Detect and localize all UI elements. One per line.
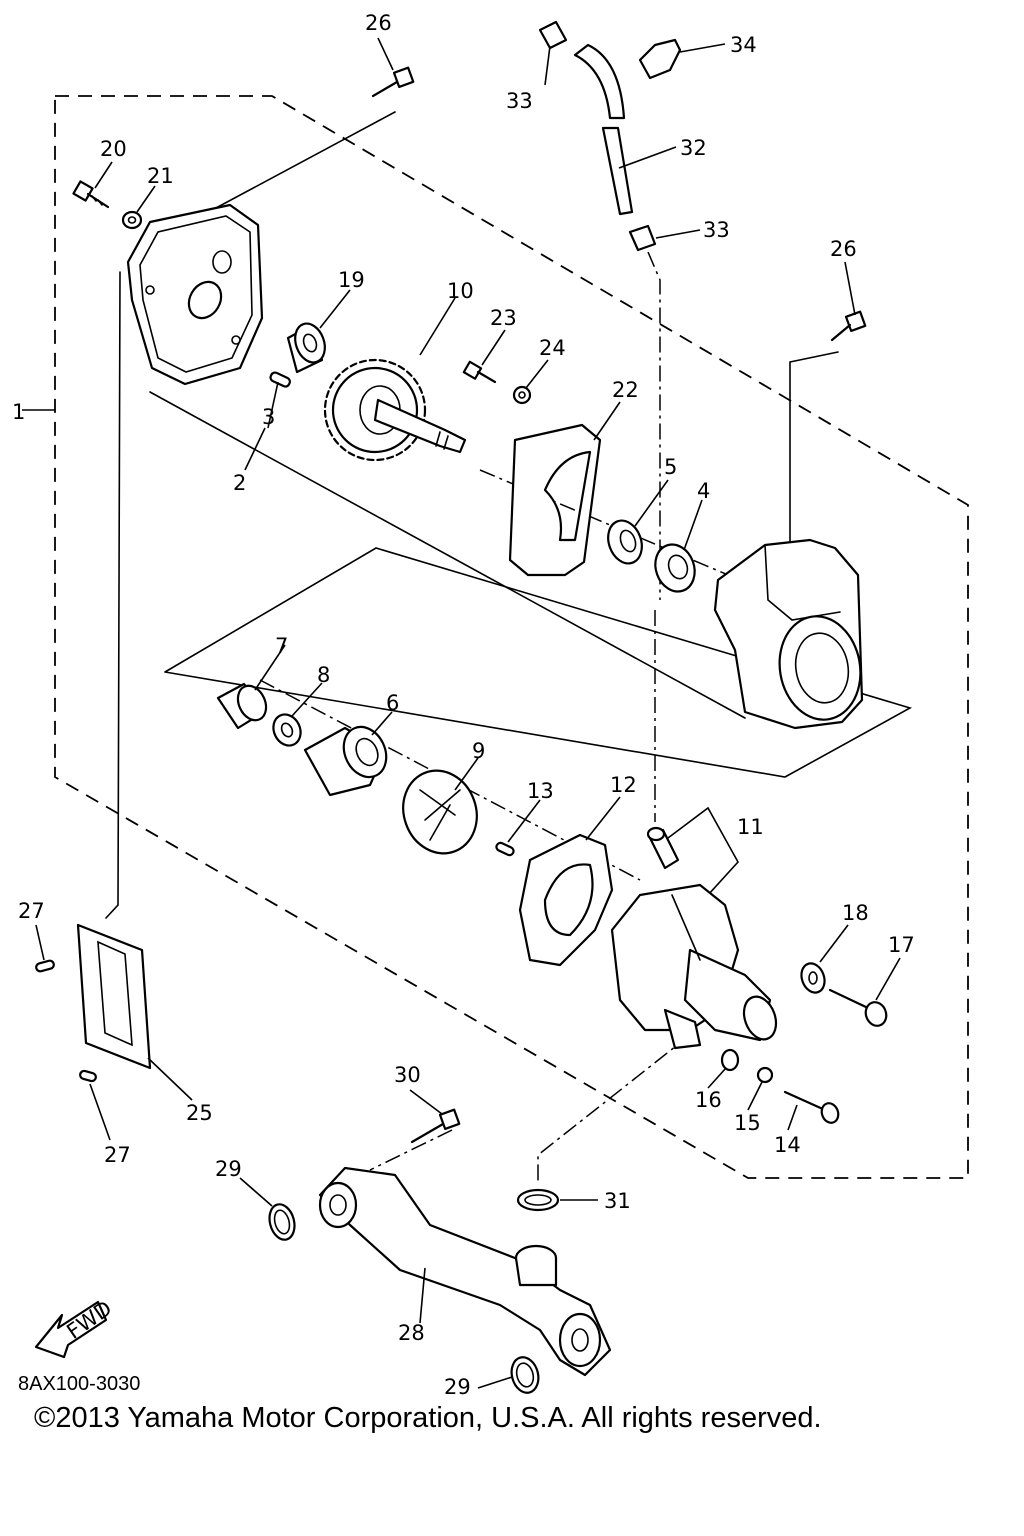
callout-11: 11 bbox=[737, 815, 764, 839]
forward-arrow-icon: FWD bbox=[34, 1296, 116, 1359]
gasket-part-12 bbox=[518, 833, 614, 967]
bearing-part-4 bbox=[654, 543, 696, 593]
bolt-part-17 bbox=[828, 988, 888, 1027]
bolt-part-14 bbox=[783, 1090, 840, 1124]
washer-part-8 bbox=[272, 713, 302, 747]
bolt-part-20 bbox=[72, 180, 110, 209]
sleeve-part-7 bbox=[216, 682, 268, 730]
hose-part-32 bbox=[573, 43, 634, 216]
callout-19: 19 bbox=[338, 268, 365, 292]
pin-part-27-top bbox=[35, 959, 55, 973]
callout-26-top: 26 bbox=[365, 11, 392, 35]
callout-27-top: 27 bbox=[18, 899, 45, 923]
gasket-part-25 bbox=[76, 923, 152, 1070]
callout-1: 1 bbox=[12, 400, 25, 424]
nipple-part-11 bbox=[646, 806, 739, 896]
diagram-code: 8AX100-3030 bbox=[18, 1373, 140, 1395]
callout-27-bottom: 27 bbox=[104, 1143, 131, 1167]
clamp-part-33-bottom bbox=[628, 224, 657, 252]
callout-9: 9 bbox=[472, 739, 485, 763]
callout-29-left: 29 bbox=[215, 1157, 242, 1181]
inner-plane-outline bbox=[164, 547, 913, 778]
copyright-notice: ©2013 Yamaha Motor Corporation, U.S.A. A… bbox=[34, 1402, 822, 1434]
fwd-label: FWD bbox=[62, 1296, 116, 1344]
dowel-pin-part-3 bbox=[269, 371, 291, 388]
plate-part-22 bbox=[508, 423, 602, 577]
impeller-part-9 bbox=[402, 769, 478, 855]
bolt-part-26-right bbox=[830, 310, 867, 342]
nut-part-15 bbox=[756, 1066, 774, 1084]
callout-7: 7 bbox=[275, 634, 288, 658]
callout-14: 14 bbox=[774, 1133, 801, 1157]
callout-10: 10 bbox=[447, 279, 474, 303]
callout-18: 18 bbox=[842, 901, 869, 925]
bolt-part-30 bbox=[410, 1108, 461, 1144]
washer-part-18 bbox=[800, 962, 826, 994]
callout-33-bottom: 33 bbox=[703, 218, 730, 242]
o-ring-part-29-left bbox=[268, 1203, 296, 1241]
pump-housing bbox=[610, 883, 778, 1050]
oil-seal-part-5 bbox=[607, 519, 643, 565]
seal-part-6 bbox=[303, 725, 388, 797]
bearing-part-19 bbox=[286, 322, 326, 374]
washer-part-21 bbox=[121, 210, 143, 230]
callout-2: 2 bbox=[233, 471, 246, 495]
callout-32: 32 bbox=[680, 136, 707, 160]
callout-5: 5 bbox=[664, 455, 677, 479]
callout-4: 4 bbox=[697, 479, 710, 503]
callout-26-right: 26 bbox=[830, 237, 857, 261]
callout-20: 20 bbox=[100, 137, 127, 161]
nut-part-24 bbox=[512, 385, 532, 405]
callout-12: 12 bbox=[610, 773, 637, 797]
callout-30: 30 bbox=[394, 1063, 421, 1087]
callout-28: 28 bbox=[398, 1321, 425, 1345]
gear-cover bbox=[126, 203, 264, 386]
callout-33-top: 33 bbox=[506, 89, 533, 113]
callout-25: 25 bbox=[186, 1101, 213, 1125]
callout-34: 34 bbox=[730, 33, 757, 57]
callout-22: 22 bbox=[612, 378, 639, 402]
gear-shaft-part-10 bbox=[323, 358, 467, 462]
bolt-part-23 bbox=[462, 360, 497, 384]
clamp-part-34 bbox=[638, 38, 682, 80]
callout-23: 23 bbox=[490, 306, 517, 330]
callout-3: 3 bbox=[262, 405, 275, 429]
callout-16: 16 bbox=[695, 1088, 722, 1112]
pin-part-27-bottom bbox=[79, 1069, 97, 1083]
callout-13: 13 bbox=[527, 779, 554, 803]
callout-24: 24 bbox=[539, 336, 566, 360]
washer-part-16 bbox=[720, 1048, 740, 1072]
gear-housing bbox=[713, 538, 864, 730]
assembly-outline bbox=[54, 95, 969, 1179]
water-pipe-part-28 bbox=[318, 1166, 612, 1377]
o-ring-part-31 bbox=[516, 1188, 560, 1212]
callout-6: 6 bbox=[386, 691, 399, 715]
callout-15: 15 bbox=[734, 1111, 761, 1135]
callout-8: 8 bbox=[317, 663, 330, 687]
o-ring-part-29-bottom bbox=[510, 1356, 540, 1394]
bolt-part-26-top bbox=[371, 66, 415, 98]
pin-part-13 bbox=[495, 841, 515, 857]
clamp-part-33-top bbox=[538, 20, 568, 50]
callout-21: 21 bbox=[147, 164, 174, 188]
callout-31: 31 bbox=[604, 1189, 631, 1213]
callout-17: 17 bbox=[888, 933, 915, 957]
callout-29-bottom: 29 bbox=[444, 1375, 471, 1399]
